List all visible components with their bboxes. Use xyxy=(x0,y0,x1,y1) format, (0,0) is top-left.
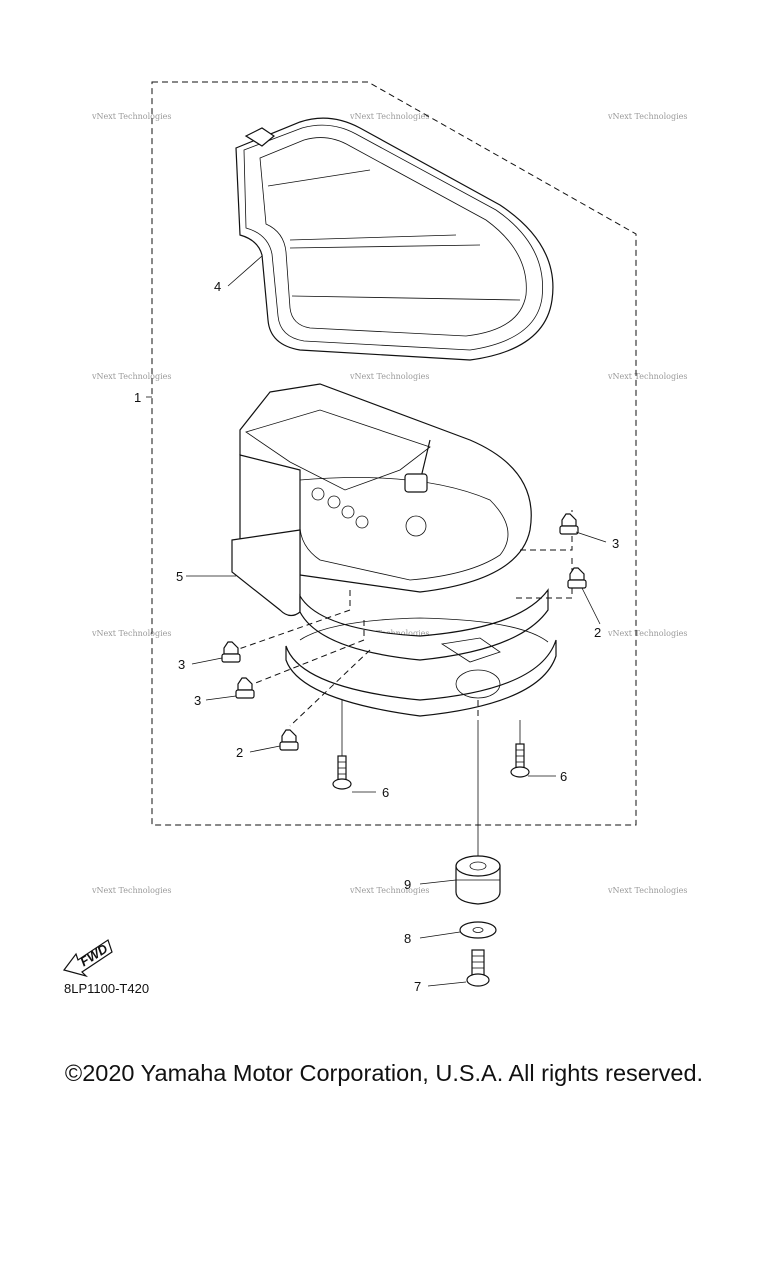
callout-2: 2 xyxy=(594,625,601,640)
bolt-7 xyxy=(466,949,490,987)
meter-cover xyxy=(235,117,554,361)
grommet-3 xyxy=(221,641,241,663)
washer-8 xyxy=(459,921,497,939)
callout-6: 6 xyxy=(560,769,567,784)
watermark-text: vNext Technologies xyxy=(349,112,429,121)
parts-diagram: vNext Technologies vNext Technologies vN… xyxy=(62,81,687,996)
leader-lines xyxy=(146,255,607,987)
damper-9 xyxy=(455,855,501,905)
watermark-text: vNext Technologies xyxy=(91,886,171,895)
callout-4: 4 xyxy=(214,279,221,294)
fwd-arrow-icon: FWD xyxy=(62,939,113,978)
callout-1: 1 xyxy=(134,390,141,405)
watermark-text: vNext Technologies xyxy=(607,112,687,121)
watermark-text: vNext Technologies xyxy=(349,372,429,381)
callout-3: 3 xyxy=(178,657,185,672)
grommet-3 xyxy=(235,677,255,699)
watermark-text: vNext Technologies xyxy=(607,886,687,895)
assembly-boundary xyxy=(151,81,637,826)
callout-7: 7 xyxy=(414,979,421,994)
dashed-leaders xyxy=(235,510,573,727)
grommet-3 xyxy=(559,513,579,535)
screw-6 xyxy=(332,700,352,790)
diagram-code: 8LP1100-T420 xyxy=(64,981,149,996)
callout-3: 3 xyxy=(612,536,619,551)
screw-6 xyxy=(510,720,530,778)
callout-5: 5 xyxy=(176,569,183,584)
grommet-2 xyxy=(279,729,299,751)
watermark-text: vNext Technologies xyxy=(91,372,171,381)
callout-9: 9 xyxy=(404,877,411,892)
callout-2: 2 xyxy=(236,745,243,760)
watermark-text: vNext Technologies xyxy=(607,629,687,638)
watermark-text: vNext Technologies xyxy=(91,629,171,638)
callout-3: 3 xyxy=(194,693,201,708)
grommet-2 xyxy=(567,567,587,589)
watermark-text: vNext Technologies xyxy=(349,886,429,895)
watermark-text: vNext Technologies xyxy=(91,112,171,121)
copyright-text: ©2020 Yamaha Motor Corporation, U.S.A. A… xyxy=(64,1060,704,1086)
meter-assembly xyxy=(231,383,557,717)
watermark-text: vNext Technologies xyxy=(607,372,687,381)
callout-6: 6 xyxy=(382,785,389,800)
callout-8: 8 xyxy=(404,931,411,946)
callout-labels: 4 1 5 3 2 3 3 2 6 6 9 8 7 xyxy=(134,279,619,994)
